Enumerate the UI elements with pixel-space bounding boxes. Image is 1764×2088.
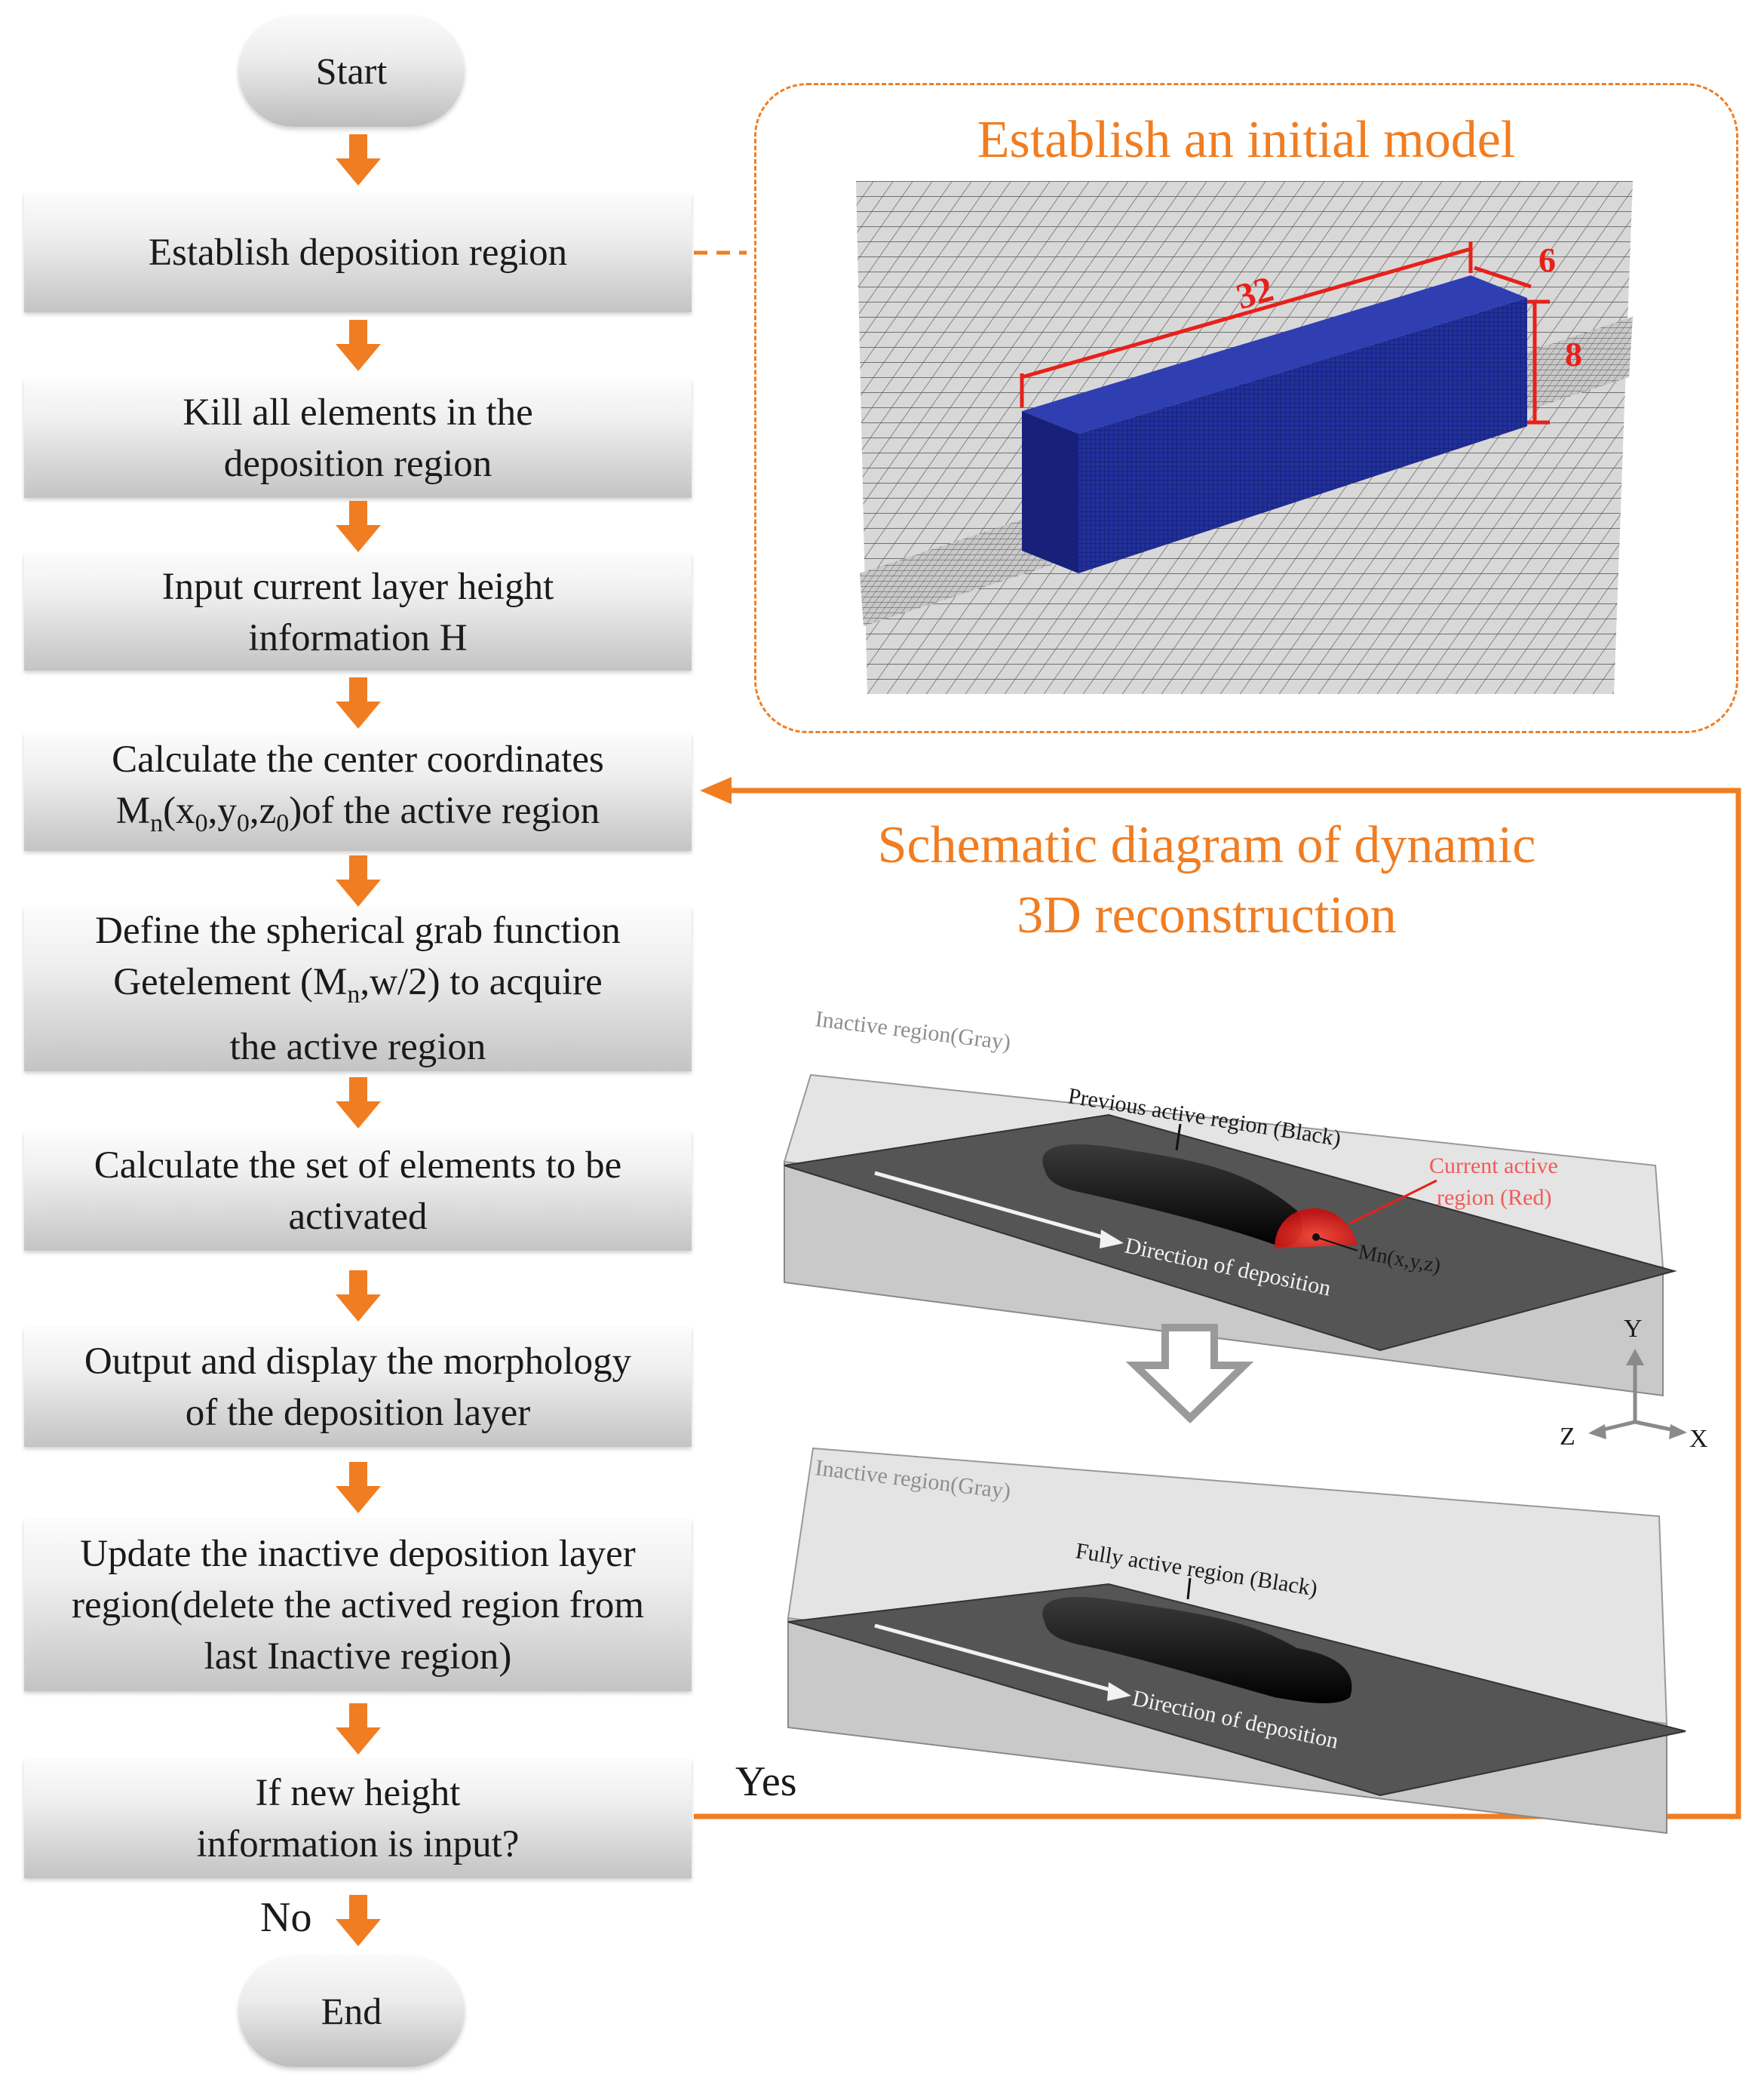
step-text: Update the inactive deposition layer reg…	[72, 1533, 644, 1678]
step-output-morphology: Output and display the morphology of the…	[24, 1328, 692, 1447]
down-arrow-icon	[336, 1077, 381, 1128]
yes-loop-arrowhead	[700, 777, 732, 804]
down-arrow-icon	[336, 1703, 381, 1755]
step-text: Input current layer height information H	[161, 565, 554, 659]
step-define-grab-function: Define the spherical grab function Getel…	[24, 907, 692, 1071]
dimension-lines	[1020, 241, 1550, 425]
down-arrow-icon	[336, 134, 381, 186]
start-label: Start	[315, 50, 388, 92]
step-line-2: Mn(x0,y0,z0)of the active region	[115, 790, 600, 838]
axes-triad	[1588, 1349, 1687, 1439]
no-label: No	[260, 1894, 312, 1941]
down-arrow-icon	[336, 677, 381, 729]
direction-arrow-head	[1107, 1682, 1131, 1701]
initial-model-title: Establish an initial model	[977, 111, 1516, 169]
down-arrow-icon	[336, 1895, 381, 1946]
axis-x-label: X	[1689, 1425, 1708, 1453]
step-line-2: Getelement (Mn,w/2) to acquire	[113, 961, 603, 1009]
down-arrow-icon	[336, 501, 381, 552]
step-calculate-center: Calculate the center coordinates Mn(x0,y…	[24, 733, 692, 851]
start-terminal: Start	[238, 15, 465, 127]
down-arrow-icon	[336, 1270, 381, 1322]
dim-width-label: 6	[1539, 241, 1556, 279]
direction-arrow-line	[874, 1171, 1117, 1243]
initial-model-panel	[754, 83, 1738, 733]
transition-arrow-icon	[1125, 1324, 1254, 1423]
yes-loop-line	[694, 788, 1741, 1819]
down-arrow-icon	[336, 1462, 381, 1513]
down-arrow-icon	[336, 855, 381, 907]
step-establish-deposition-region: Establish deposition region	[24, 193, 692, 312]
full-leader-line	[1186, 1577, 1192, 1600]
point-leader-line	[1315, 1236, 1358, 1251]
step-line-3: the active region	[229, 1025, 486, 1068]
step-update-inactive-region: Update the inactive deposition layer reg…	[24, 1519, 692, 1691]
step-decision-new-height: If new height information is input?	[24, 1759, 692, 1878]
direction-arrow-head	[1100, 1230, 1124, 1248]
bottom-panel: Inactive region(Gray) Fully active regio…	[787, 1447, 1686, 1835]
reconstruction-title-line1: Schematic diagram of dynamic	[877, 816, 1536, 874]
step-text: If new height information is input?	[196, 1772, 520, 1865]
previous-leader-line	[1175, 1123, 1182, 1151]
block-top-face	[1022, 275, 1527, 434]
previous-active-region	[1042, 1144, 1302, 1247]
top-inactive-label: Inactive region(Gray)	[814, 1006, 1012, 1055]
current-leader-line	[1349, 1179, 1437, 1225]
step-input-layer-height: Input current layer height information H	[24, 554, 692, 671]
step-line-1: Define the spherical grab function	[95, 910, 621, 953]
down-arrow-icon	[336, 320, 381, 371]
step-line-1: Calculate the center coordinates	[112, 738, 604, 781]
axis-y-label: Y	[1624, 1315, 1643, 1343]
current-active-label-2: region (Red)	[1437, 1185, 1551, 1210]
step-text: Establish deposition region	[148, 232, 568, 274]
yes-label: Yes	[735, 1758, 797, 1805]
axis-z-label: Z	[1560, 1423, 1575, 1451]
direction-arrow-line	[874, 1623, 1124, 1696]
step-text: Kill all elements in the deposition regi…	[183, 392, 533, 485]
block-side-face	[1022, 411, 1078, 573]
top-substrate	[784, 1113, 1677, 1352]
reconstruction-title-line2: 3D reconstruction	[1017, 886, 1397, 944]
step-kill-elements: Kill all elements in the deposition regi…	[24, 379, 692, 498]
end-terminal: End	[238, 1955, 465, 2067]
step-calculate-element-set: Calculate the set of elements to be acti…	[24, 1132, 692, 1251]
current-active-label-1: Current active	[1429, 1153, 1558, 1178]
top-panel: Inactive region(Gray) Previous active re…	[783, 1006, 1677, 1397]
initial-model-mesh: 32 6 8	[856, 181, 1633, 694]
block-front-face	[1078, 298, 1527, 573]
fully-active-region	[1042, 1597, 1352, 1703]
end-label: End	[321, 1990, 382, 2032]
step-text: Calculate the set of elements to be acti…	[94, 1144, 622, 1238]
current-active-region	[1275, 1208, 1358, 1248]
dim-height-label: 8	[1565, 335, 1582, 373]
step-text: Output and display the morphology of the…	[84, 1340, 632, 1434]
bottom-substrate	[787, 1583, 1686, 1797]
